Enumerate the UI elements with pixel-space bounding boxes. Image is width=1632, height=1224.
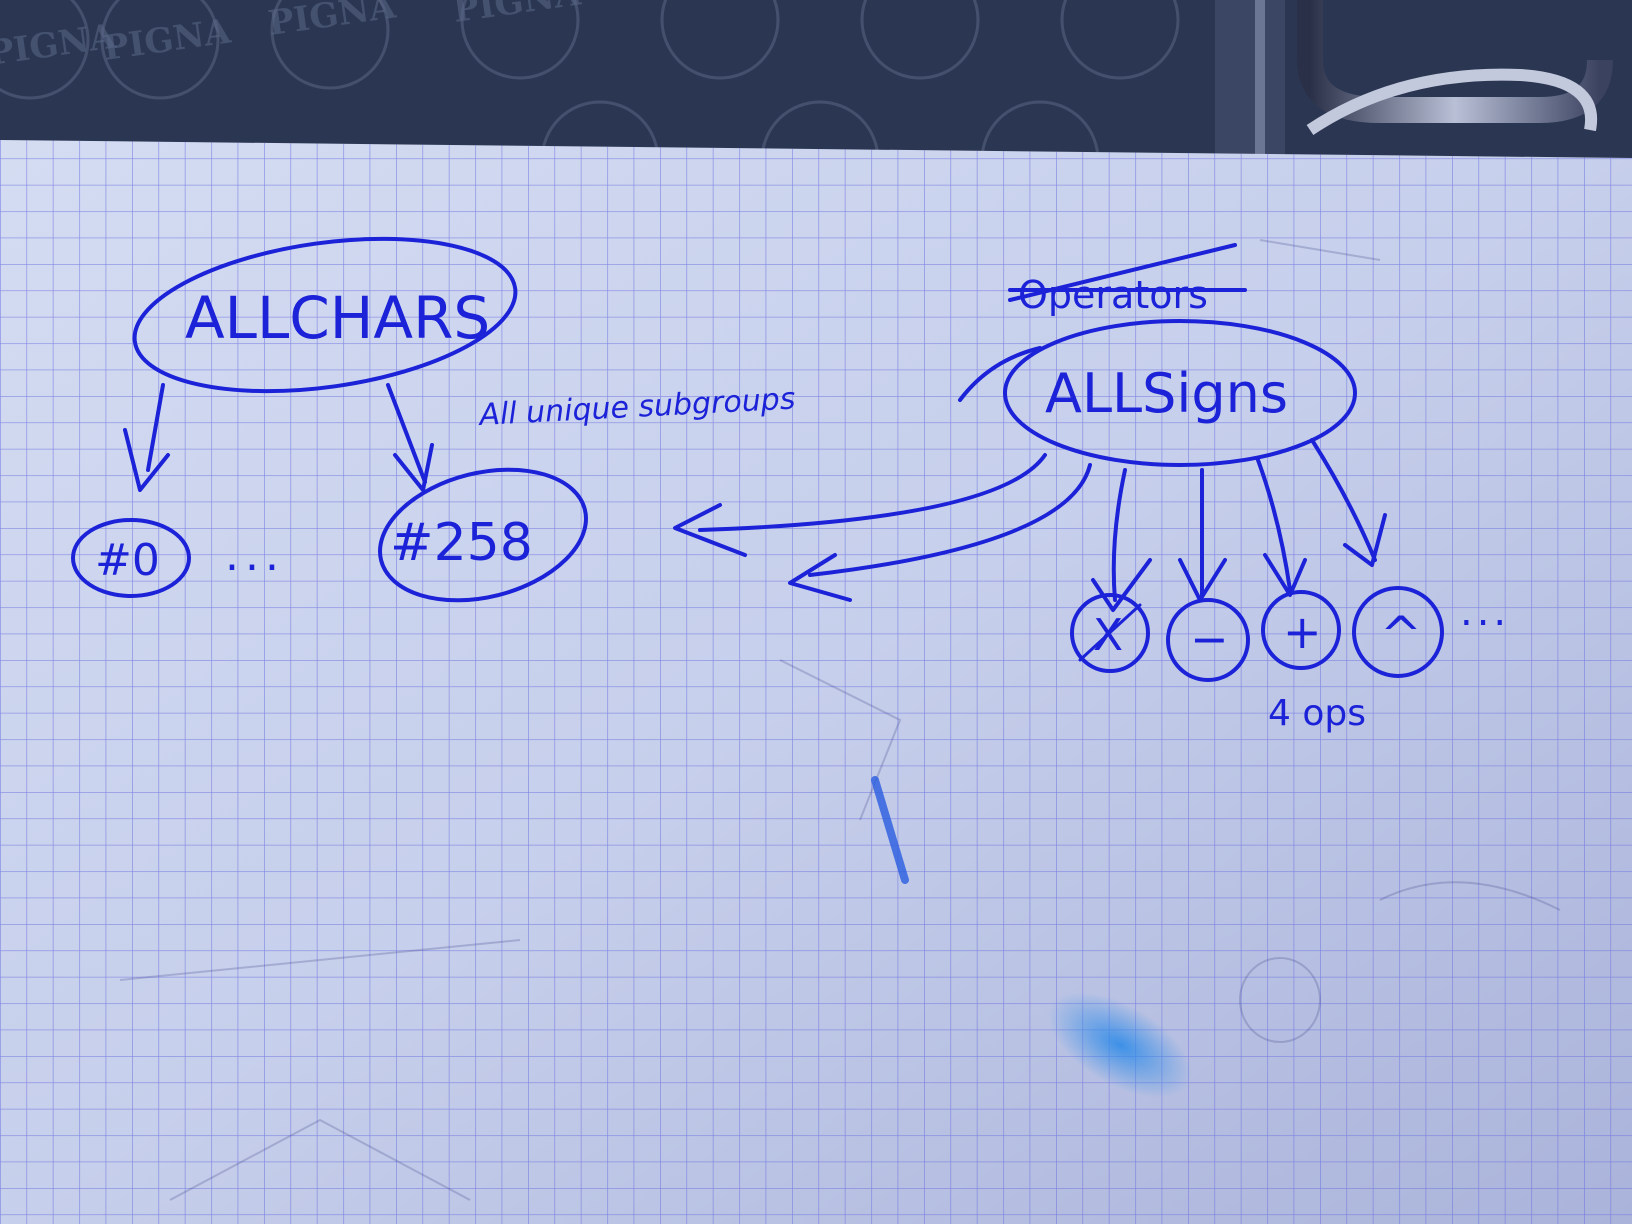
op4-label: ^: [1380, 606, 1422, 664]
first-char-label: #0: [95, 535, 160, 586]
arrow-to-last: [386, 383, 427, 484]
op3-label: +: [1283, 605, 1322, 659]
arrow-head: [673, 503, 747, 557]
right-tree-diagram: Operators ALLSigns X − + ^ ... 4 ops: [673, 243, 1510, 734]
left-tree-diagram: ALLCHARS #0 ... #258 All unique subgroup…: [71, 236, 796, 603]
arrow-to-op1: [1111, 468, 1127, 602]
allchars-oval: [132, 236, 518, 394]
ops-count-note: 4 ops: [1268, 693, 1366, 734]
arrow-to-op4: [1310, 438, 1377, 562]
allsigns-oval: [1003, 319, 1357, 467]
allchars-label: ALLCHARS: [185, 284, 490, 352]
arrow-head: [1091, 558, 1152, 612]
right-ellipsis: ...: [1460, 589, 1510, 635]
arrow-head: [393, 443, 434, 492]
crossed-word: Operators: [1018, 273, 1208, 317]
op-circle-caret: [1352, 586, 1444, 678]
first-char-oval: [71, 518, 191, 598]
arrow-to-op3: [1256, 458, 1292, 592]
ink-smudge: [1047, 992, 1193, 1098]
arrow-head: [788, 553, 852, 602]
op-circle-minus: [1166, 598, 1250, 682]
arrow-to-left-1: [698, 453, 1047, 532]
arrow-head: [1343, 513, 1387, 567]
tick-mark: [958, 346, 1042, 402]
last-char-label: #258: [390, 513, 533, 573]
op-circle-x: [1070, 593, 1150, 673]
strike-line: [1078, 603, 1142, 662]
arrow-to-left-2: [808, 463, 1092, 577]
last-char-oval: [378, 467, 588, 603]
ink-blot: [871, 776, 909, 884]
op2-label: −: [1190, 612, 1229, 666]
binder-ring-icon: [1297, 0, 1613, 135]
grid-paper: [0, 140, 1632, 1224]
arrow-head: [123, 428, 170, 492]
arrow-to-first: [146, 383, 165, 472]
allsigns-label: ALLSigns: [1045, 362, 1288, 425]
left-ellipsis: ...: [225, 530, 285, 581]
op-circle-plus: [1261, 590, 1341, 670]
